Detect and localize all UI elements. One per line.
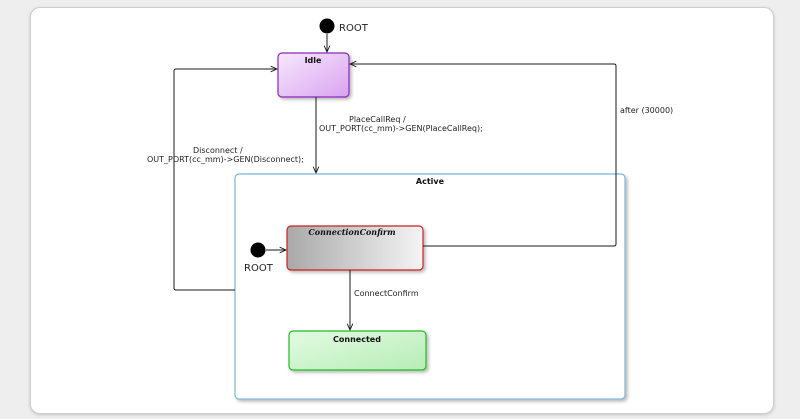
transition-timeout-to-idle[interactable] — [350, 64, 617, 247]
state-connection-confirm[interactable]: ConnectionConfirm — [286, 225, 424, 271]
initial-root-inner[interactable]: ROOT — [244, 242, 274, 275]
state-idle[interactable]: Idle — [277, 52, 350, 98]
initial-node-inner — [250, 242, 266, 258]
state-connected[interactable]: Connected — [288, 330, 427, 371]
label-timeout: after (30000) — [620, 106, 673, 115]
label-place-call-action: OUT_PORT(cc_mm)->GEN(PlaceCallReq); — [319, 124, 483, 133]
label-connect-confirm: ConnectConfirm — [354, 289, 419, 298]
initial-node-top — [319, 18, 335, 34]
state-connected-box — [288, 330, 427, 371]
label-disconnect-action: OUT_PORT(cc_mm)->GEN(Disconnect); — [147, 155, 304, 164]
transition-active-to-idle[interactable] — [173, 69, 277, 291]
initial-root-inner-label: ROOT — [244, 263, 274, 274]
label-disconnect-event: Disconnect / — [193, 146, 243, 155]
initial-root-top[interactable]: ROOT — [319, 18, 369, 35]
initial-root-top-label: ROOT — [339, 23, 369, 34]
state-connection-confirm-box — [286, 225, 424, 271]
state-connection-confirm-title: ConnectionConfirm — [308, 227, 395, 237]
state-connected-title: Connected — [333, 335, 381, 344]
state-idle-box — [277, 52, 350, 98]
label-place-call-event: PlaceCallReq / — [349, 115, 406, 124]
state-active-title: Active — [416, 177, 445, 186]
state-idle-title: Idle — [305, 56, 322, 65]
